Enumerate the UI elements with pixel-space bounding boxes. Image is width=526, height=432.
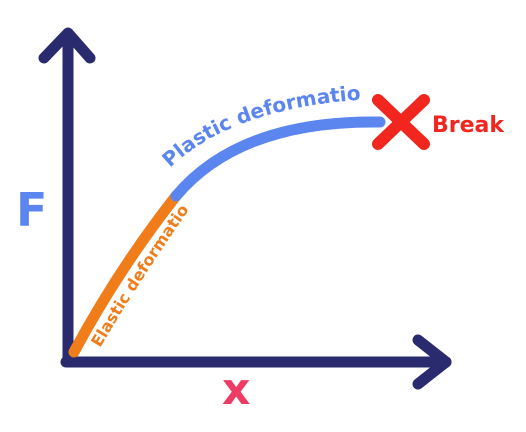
break-label: Break [432, 113, 505, 138]
plastic-label-path-text: Plastic deformation [0, 0, 361, 172]
plastic-curve [170, 116, 386, 202]
x-axis-arrowhead [412, 334, 452, 390]
break-cross-icon [372, 94, 430, 150]
y-axis-label: F [16, 183, 47, 237]
x-axis-label: x [222, 364, 250, 415]
y-axis-arrowhead [38, 27, 96, 64]
elastic-label-path-text: Elastic deformation [0, 0, 192, 350]
elastic-deformation-label: Elastic deformation [0, 0, 192, 350]
plastic-deformation-label: Plastic deformation [0, 0, 361, 172]
elastic-curve [68, 190, 182, 358]
